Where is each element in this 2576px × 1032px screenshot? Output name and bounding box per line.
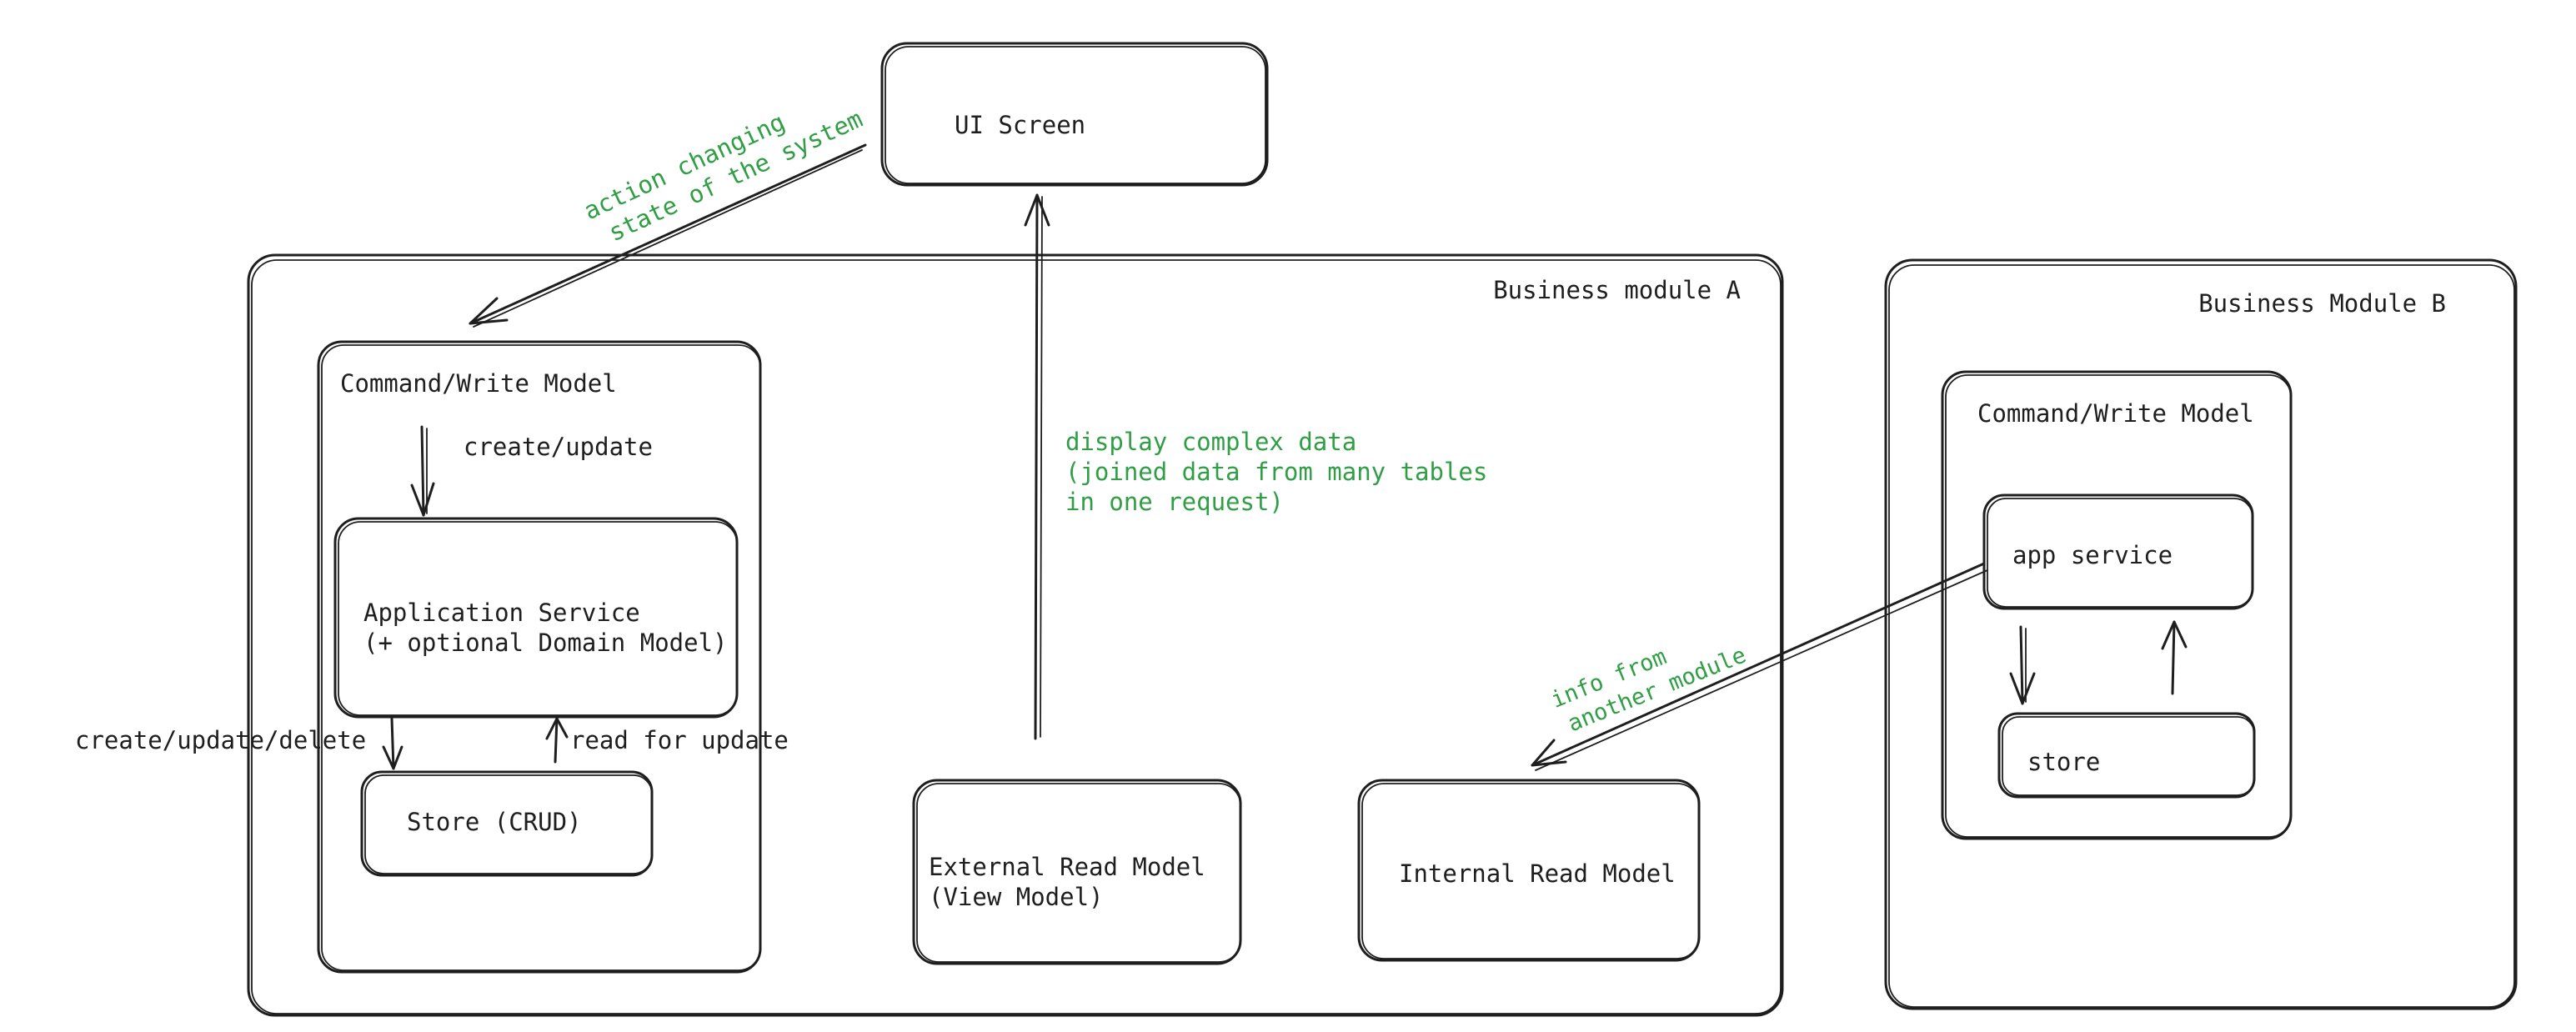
store-crud-node: Store (CRUD) (360, 770, 654, 877)
module-b-store-node: store (1997, 712, 2256, 799)
arrow-b-store-to-service (2161, 620, 2188, 695)
application-service-line2: (+ optional Domain Model) (363, 629, 728, 657)
module-a-label: Business module A (1493, 276, 1741, 304)
note-display-complex-data: display complex data (joined data from m… (1065, 428, 1487, 516)
external-read-model-line2: (View Model) (929, 883, 1104, 911)
note-display-line3: in one request) (1065, 488, 1284, 516)
arrow-ui-to-command (469, 143, 867, 328)
ui-screen-node: UI Screen (880, 42, 1269, 187)
ui-screen-label: UI Screen (955, 111, 1085, 139)
internal-read-model-node: Internal Read Model (1357, 779, 1701, 962)
note-display-line1: display complex data (1065, 428, 1356, 456)
module-b-command-model-label: Command/Write Model (1977, 399, 2254, 428)
note-info-from-module: info from another module (1547, 642, 1750, 737)
internal-read-model-label: Internal Read Model (1399, 859, 1676, 888)
arrow-into-app-service (410, 425, 435, 517)
module-b-store-label: store (2027, 748, 2100, 776)
external-read-model-node: External Read Model (View Model) (912, 779, 1242, 965)
label-create-update-delete: create/update/delete (75, 726, 366, 754)
arrow-b-service-to-store (2009, 625, 2036, 705)
arrow-read-from-store (545, 717, 569, 764)
module-b-app-service-label: app service (2012, 541, 2173, 569)
label-create-update: create/update (464, 433, 653, 461)
arrow-write-to-store (382, 717, 403, 770)
module-b-app-service-node: app service (1982, 493, 2254, 610)
external-read-model-line1: External Read Model (929, 853, 1205, 881)
application-service-line1: Application Service (363, 599, 640, 627)
module-a-command-model: Command/Write Model (317, 340, 762, 974)
arrow-module-b-to-internal (1531, 562, 1988, 771)
label-read-for-update: read for update (570, 726, 789, 754)
application-service-node: Application Service (+ optional Domain M… (333, 517, 739, 719)
module-b-command-model: Command/Write Model (1941, 370, 2293, 840)
module-a-command-model-label: Command/Write Model (340, 369, 617, 398)
note-display-line2: (joined data from many tables (1065, 458, 1487, 486)
business-module-a: Business module A (247, 253, 1784, 1017)
business-module-b: Business Module B (1884, 258, 2518, 1010)
module-b-label: Business Module B (2198, 289, 2446, 318)
store-crud-label: Store (CRUD) (407, 808, 582, 836)
arrow-read-model-to-ui (1024, 193, 1050, 740)
